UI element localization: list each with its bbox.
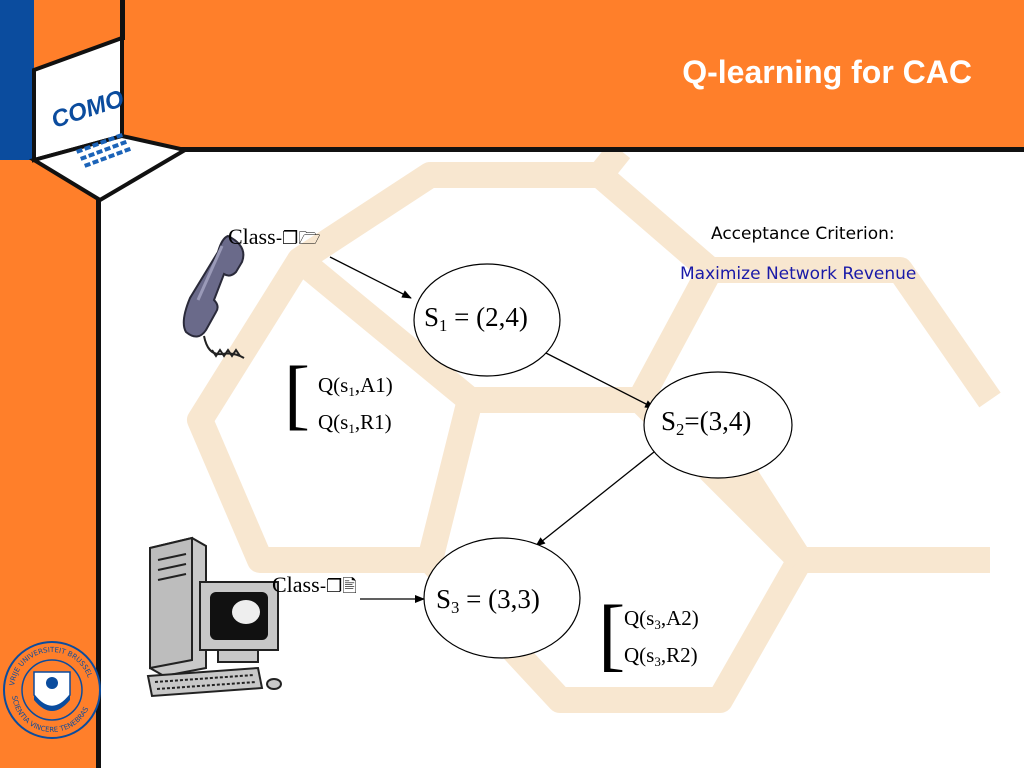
state-s2-ellipse	[643, 371, 793, 479]
q-s1-row-2: Q(s1,R1)	[318, 409, 392, 436]
computer-icon	[146, 536, 282, 698]
state-s1-main: S	[424, 302, 440, 332]
class2-label: Class	[272, 572, 320, 597]
acceptance-criterion-subtitle: Maximize Network Revenue	[680, 264, 917, 284]
state-s2-label: S2=(3,4)	[661, 406, 751, 440]
state-s1-value: = (2,4)	[447, 302, 528, 332]
university-seal	[3, 641, 101, 739]
q-s3-row-2: Q(s3,R2)	[624, 642, 698, 669]
state-s3-sub: 3	[451, 598, 460, 618]
state-s3-ellipse	[423, 537, 581, 659]
acceptance-criterion-title: Acceptance Criterion:	[711, 224, 895, 244]
class1-folder-icon: 🗁	[298, 228, 321, 249]
state-s1-ellipse	[413, 263, 561, 377]
class2-label-group: Class-❐🖹	[272, 572, 357, 604]
slide-title: Q-learning for CAC	[682, 54, 972, 90]
state-s2-value: =(3,4)	[684, 406, 752, 436]
como-logo	[28, 35, 191, 203]
q-s1-row-1: Q(s1,A1)	[318, 373, 393, 399]
telephone-icon	[182, 234, 245, 359]
state-s3-value: = (3,3)	[459, 584, 540, 614]
q-s3-bracket: [	[598, 588, 626, 679]
arrow-s1-to-s2	[539, 349, 655, 409]
q-s1-list: Q(s1,A1) Q(s1,R1)	[318, 370, 393, 444]
state-s1-label: S1 = (2,4)	[424, 302, 528, 336]
class2-document-icon: 🖹	[342, 576, 357, 597]
arrow-class1-to-s1	[329, 256, 412, 299]
state-s2-sub: 2	[676, 420, 685, 440]
q-s1-bracket: [	[284, 350, 310, 437]
state-s3-main: S	[436, 584, 452, 614]
class1-label-group: Class-❐🗁	[228, 224, 321, 256]
class2-icon-a: -❐	[319, 576, 343, 597]
arrow-s2-to-s3	[535, 451, 655, 547]
class1-label: Class	[228, 224, 276, 249]
class1-icon-a: -❐	[275, 228, 299, 249]
state-s2-main: S	[661, 406, 677, 436]
q-s3-row-1: Q(s3,A2)	[624, 606, 699, 632]
state-s1-sub: 1	[439, 316, 448, 336]
state-s3-label: S3 = (3,3)	[436, 584, 540, 618]
q-s3-list: Q(s3,A2) Q(s3,R2)	[624, 603, 699, 677]
